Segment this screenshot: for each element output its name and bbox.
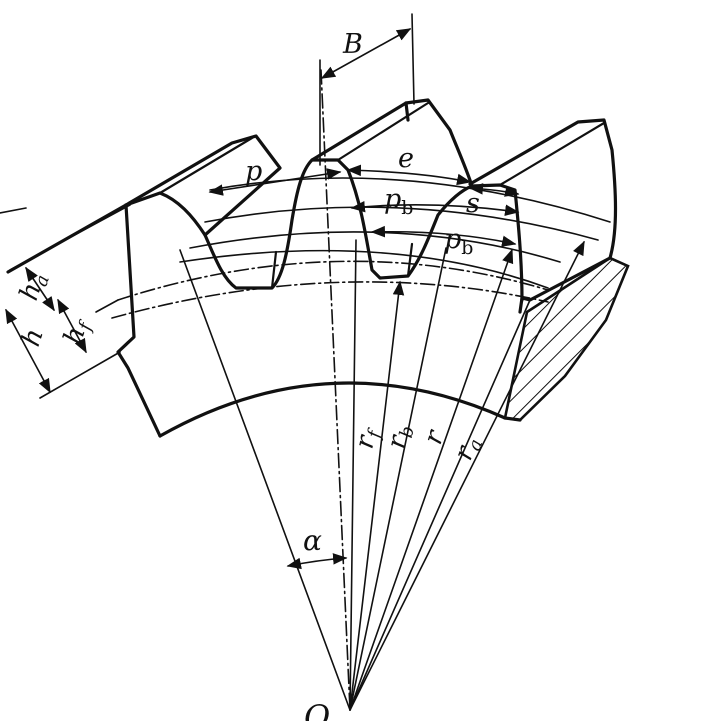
ha-dimension-line [25, 266, 55, 312]
hf-dimension-line [57, 298, 87, 354]
label-tooth-thickness: s [466, 188, 480, 219]
label-pressure-angle: α [303, 524, 322, 557]
gear-left-end-face [116, 203, 162, 438]
label-base-radius: rb [382, 422, 419, 452]
label-face-width: B [342, 29, 363, 60]
root-circle-dashdot [117, 260, 549, 301]
base-radius-sub: b [396, 424, 419, 440]
pressure-angle-ray [179, 249, 351, 711]
label-base-pitch-top: pb [384, 184, 413, 219]
pressure-angle: α [286, 524, 348, 570]
root-circle [179, 249, 549, 289]
label-pitch: p [245, 156, 262, 187]
valley-back-2 [406, 242, 414, 278]
base-pitch-mid-sub: b [461, 237, 473, 259]
tooth-thickness-dimension-line [468, 183, 520, 197]
valley-back-1 [270, 250, 278, 290]
base-circle [189, 231, 561, 263]
space-width-dimension-line [346, 164, 472, 186]
radius-labels: rf rb r ra [350, 422, 488, 465]
ha-extension-outer [9, 204, 131, 271]
gear-section-hatch [503, 256, 630, 422]
gear-right-edge [518, 256, 612, 314]
stray-mark [0, 207, 27, 214]
b-dimension-line [320, 28, 412, 79]
label-pitch-radius: r [418, 426, 451, 449]
label-space-width: e [398, 143, 414, 174]
label-center: O [304, 698, 330, 721]
base-radius-line [349, 280, 405, 711]
label-base-pitch-mid: pb [444, 224, 473, 259]
pressure-angle-arc [286, 553, 348, 570]
pitch-dimension-line [208, 168, 342, 196]
circular-dimensions: p e pb s pb [208, 143, 520, 259]
base-to-tooth-line [349, 247, 447, 711]
addendum-radius-line [349, 240, 585, 711]
b-extension-right [411, 13, 415, 105]
gear-bore-arc [158, 381, 507, 438]
ra-extension [349, 299, 531, 711]
h-extension-bottom [39, 351, 121, 399]
inner-circle-dashdot [111, 281, 549, 319]
base-pitch-top-dimension-line [350, 200, 520, 216]
gear-body [6, 98, 630, 438]
tooth-top-3 [468, 118, 618, 260]
pitch-radius-line [349, 248, 514, 711]
tooth-top-1-front [158, 136, 254, 195]
hf-extension [95, 299, 119, 313]
base-pitch-mid-main: p [444, 224, 461, 255]
base-pitch-mid-dimension-line [370, 225, 517, 247]
dimension-face-width: B [319, 13, 415, 166]
tooth-top-2-front [336, 101, 430, 162]
height-dimensions: ha hf h [5, 204, 131, 399]
root-radius-line [349, 239, 357, 711]
base-pitch-top-main: p [384, 184, 401, 215]
base-pitch-top-sub: b [401, 197, 413, 219]
tooth-flank-2 [404, 101, 410, 122]
label-dedendum: hf [58, 313, 98, 349]
label-tooth-height: h [16, 325, 50, 350]
tooth-top-3-front [498, 121, 606, 187]
h-dimension-line [5, 308, 51, 394]
label-addendum-radius: ra [448, 432, 487, 465]
